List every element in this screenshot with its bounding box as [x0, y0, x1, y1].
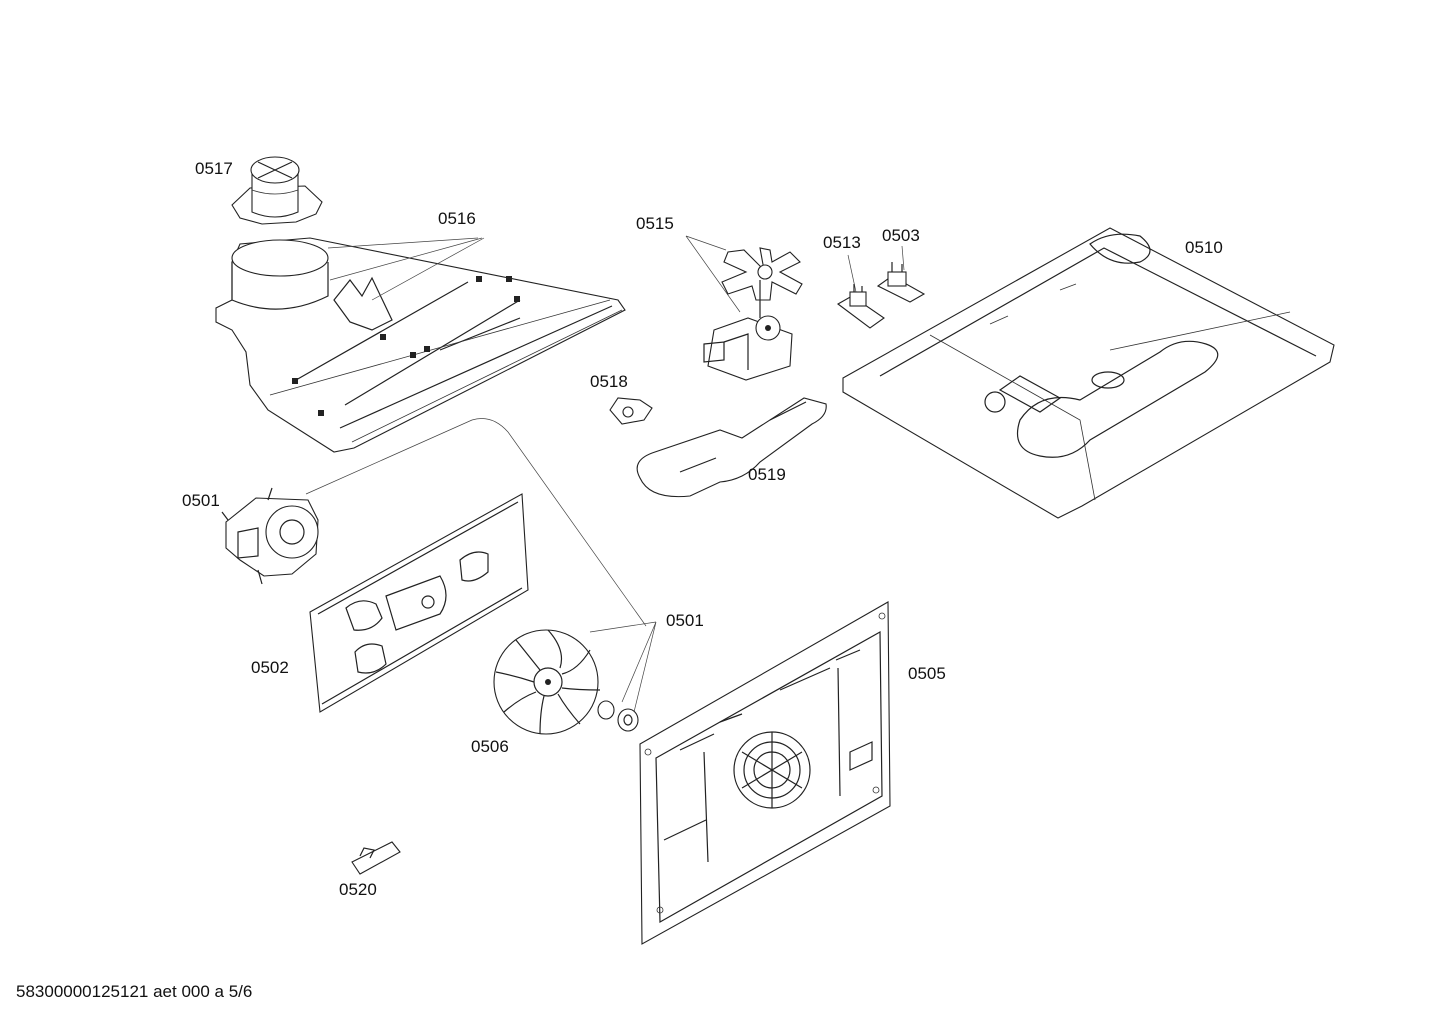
- part-0520-drawing: [351, 841, 401, 875]
- part-0501-nut-drawing: [597, 700, 639, 732]
- label-0513: 0513: [823, 233, 861, 252]
- label-0505: 0505: [908, 664, 946, 683]
- label-0510: 0510: [1185, 238, 1223, 257]
- part-0518-drawing: [609, 397, 653, 425]
- part-0510-drawing: [842, 227, 1335, 519]
- label-0506: 0506: [471, 737, 509, 756]
- part-0513-drawing: [837, 254, 885, 329]
- label-0502: 0502: [251, 658, 289, 677]
- label-0501-motor: 0501: [182, 491, 220, 510]
- part-0519-drawing: [636, 397, 827, 498]
- part-0505-drawing: [639, 601, 891, 945]
- label-0503: 0503: [882, 226, 920, 245]
- part-0516-drawing: [215, 237, 626, 453]
- label-0501-fan: 0501: [666, 611, 704, 630]
- leader-0501b: [589, 621, 657, 713]
- part-0506-drawing: [493, 629, 601, 735]
- part-0517-drawing: [231, 156, 323, 225]
- label-0517: 0517: [195, 159, 233, 178]
- label-0519: 0519: [748, 465, 786, 484]
- label-0516: 0516: [438, 209, 476, 228]
- label-0520: 0520: [339, 880, 377, 899]
- part-0503-drawing: [876, 245, 926, 303]
- part-0515-drawing: [685, 235, 803, 381]
- document-id-footer: 58300000125121 aet 000 a 5/6: [16, 982, 253, 1001]
- part-0502-drawing: [309, 493, 529, 713]
- part-0501-drawing: [221, 487, 319, 585]
- leader-0501a: [305, 418, 647, 627]
- label-0518: 0518: [590, 372, 628, 391]
- label-0515: 0515: [636, 214, 674, 233]
